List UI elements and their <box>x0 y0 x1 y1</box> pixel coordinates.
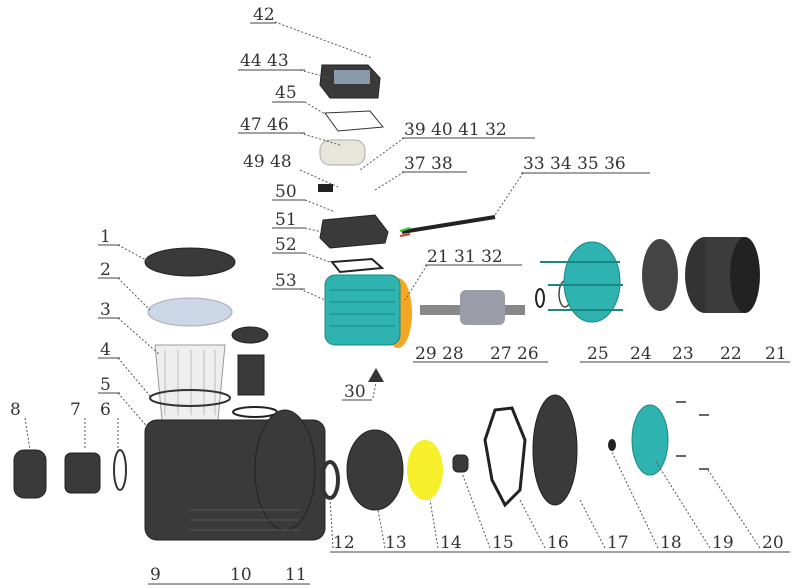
union-nut <box>13 449 47 499</box>
lid-ring <box>144 247 236 277</box>
label-13: 13 <box>385 533 407 553</box>
washer <box>608 439 616 451</box>
label-underlines <box>98 22 790 585</box>
label-26: 26 <box>517 344 539 364</box>
label-23: 23 <box>672 344 694 364</box>
label-47-46: 47 46 <box>240 115 289 135</box>
label-25: 25 <box>587 344 609 364</box>
strainer-basket <box>154 344 226 421</box>
label-49-48: 49 48 <box>243 152 292 172</box>
power-cord <box>399 215 496 237</box>
label-37-38: 37 38 <box>404 154 453 174</box>
label-7: 7 <box>70 400 81 420</box>
bolts <box>676 401 709 470</box>
o-ring-6 <box>113 449 127 491</box>
label-53: 53 <box>275 271 297 291</box>
label-5: 5 <box>100 375 111 395</box>
impeller <box>407 440 443 500</box>
leader-lines <box>24 21 761 549</box>
label-2: 2 <box>100 260 111 280</box>
capacitor <box>319 139 366 166</box>
label-51: 51 <box>275 210 297 230</box>
label-8: 8 <box>10 400 21 420</box>
seal-plate <box>532 394 578 506</box>
diffuser <box>346 429 404 511</box>
pump-body <box>144 409 326 541</box>
adapter-flange <box>631 404 669 476</box>
union-nut-top <box>231 326 278 418</box>
label-52: 52 <box>275 235 297 255</box>
basket-o-ring <box>149 389 231 407</box>
label-1: 1 <box>100 227 111 247</box>
rotor-shaft <box>420 290 525 325</box>
mechanical-seal <box>452 454 469 473</box>
label-24: 24 <box>630 344 652 364</box>
label-16: 16 <box>547 533 569 553</box>
label-50: 50 <box>275 182 297 202</box>
box-gasket <box>330 257 385 274</box>
seal-plate-gasket <box>483 406 527 508</box>
label-33-34-35-36: 33 34 35 36 <box>523 154 626 174</box>
label-4: 4 <box>100 340 111 360</box>
fan <box>642 239 678 311</box>
label-20: 20 <box>762 533 784 553</box>
motor-bracket <box>540 241 623 323</box>
label-9: 9 <box>150 565 161 585</box>
cover-gasket <box>324 110 384 132</box>
label-19: 19 <box>712 533 734 553</box>
label-29-28: 29 28 <box>415 344 464 364</box>
label-21-31-32: 21 31 32 <box>427 247 503 267</box>
label-22: 22 <box>720 344 742 364</box>
label-6: 6 <box>100 400 111 420</box>
fan-cover <box>685 237 760 313</box>
label-27: 27 <box>490 344 512 364</box>
lid <box>147 297 233 327</box>
label-30: 30 <box>344 382 366 402</box>
label-44-43: 44 43 <box>240 51 289 71</box>
label-17: 17 <box>607 533 629 553</box>
union-tail <box>64 452 101 494</box>
label-10: 10 <box>230 565 252 585</box>
terminal-box-cover <box>319 64 381 99</box>
seal-ring <box>320 460 340 500</box>
label-12: 12 <box>333 533 355 553</box>
label-18: 18 <box>660 533 682 553</box>
label-45: 45 <box>275 83 297 103</box>
o-ring-27 <box>535 288 545 308</box>
label-15: 15 <box>492 533 514 553</box>
drain-plug <box>368 368 384 382</box>
label-14: 14 <box>440 533 462 553</box>
label-11: 11 <box>285 565 307 585</box>
part-labels: 42 44 43 45 47 46 39 40 41 32 49 48 37 3… <box>10 5 787 585</box>
label-21: 21 <box>765 344 787 364</box>
terminal-box <box>319 214 389 249</box>
label-39-40-41-32: 39 40 41 32 <box>404 120 507 140</box>
motor-housing <box>324 274 412 348</box>
label-42: 42 <box>253 5 275 25</box>
label-3: 3 <box>100 300 111 320</box>
small-block <box>318 184 333 192</box>
